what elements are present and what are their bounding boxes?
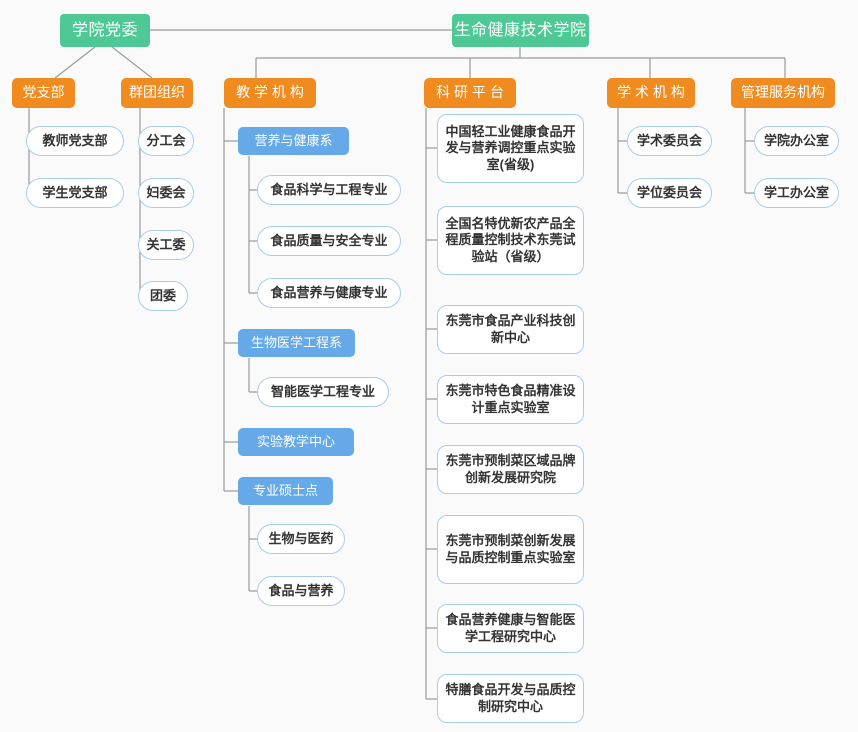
node-party-committee-root[interactable]: 学院党委 xyxy=(60,14,150,47)
node-category-academic-institutions[interactable]: 学 术 机 构 xyxy=(607,78,695,108)
node-department-biomedical-engineering[interactable]: 生物医学工程系 xyxy=(238,329,355,357)
leaf-labor-union[interactable]: 分工会 xyxy=(138,126,194,156)
leaf-research-special-diet-food-center[interactable]: 特膳食品开发与品质控制研究中心 xyxy=(437,674,584,723)
leaf-womens-committee[interactable]: 妇委会 xyxy=(138,178,194,208)
leaf-program-food-nutrition[interactable]: 食品与营养 xyxy=(257,576,345,606)
node-department-nutrition-health[interactable]: 营养与健康系 xyxy=(238,127,349,155)
node-department-lab-teaching-center[interactable]: 实验教学中心 xyxy=(238,428,354,456)
leaf-teacher-party-branch[interactable]: 教师党支部 xyxy=(26,126,124,156)
leaf-research-prepared-dish-quality-key-lab[interactable]: 东莞市预制菜创新发展与品质控制重点实验室 xyxy=(437,515,584,584)
leaf-major-intelligent-medical-engineering[interactable]: 智能医学工程专业 xyxy=(257,377,389,407)
leaf-youth-care-committee[interactable]: 关工委 xyxy=(138,230,194,260)
leaf-student-affairs-office[interactable]: 学工办公室 xyxy=(754,178,839,208)
leaf-research-specialty-food-design-key-lab[interactable]: 东莞市特色食品精准设计重点实验室 xyxy=(437,375,584,424)
node-college-root[interactable]: 生命健康技术学院 xyxy=(452,14,589,47)
leaf-research-food-industry-innovation-center[interactable]: 东莞市食品产业科技创新中心 xyxy=(437,305,584,354)
leaf-major-food-science-engineering[interactable]: 食品科学与工程专业 xyxy=(257,175,401,205)
leaf-college-office[interactable]: 学院办公室 xyxy=(754,126,839,156)
leaf-academic-committee[interactable]: 学术委员会 xyxy=(627,126,712,156)
node-category-teaching-institutions[interactable]: 教 学 机 构 xyxy=(224,78,316,108)
leaf-youth-league-committee[interactable]: 团委 xyxy=(138,281,188,311)
node-category-mass-organizations[interactable]: 群团组织 xyxy=(121,78,193,108)
node-category-admin-service[interactable]: 管理服务机构 xyxy=(731,78,835,108)
leaf-research-prepared-dish-brand-institute[interactable]: 东莞市预制菜区域品牌创新发展研究院 xyxy=(437,445,584,494)
leaf-research-light-industry-key-lab[interactable]: 中国轻工业健康食品开发与营养调控重点实验室(省级) xyxy=(437,114,584,183)
leaf-student-party-branch[interactable]: 学生党支部 xyxy=(26,178,124,208)
node-department-professional-masters[interactable]: 专业硕士点 xyxy=(238,477,333,505)
leaf-degree-committee[interactable]: 学位委员会 xyxy=(627,178,712,208)
node-category-party-branch[interactable]: 党支部 xyxy=(12,78,75,108)
leaf-research-national-agri-products-station[interactable]: 全国名特优新农产品全程质量控制技术东莞试验站（省级） xyxy=(437,206,584,275)
leaf-research-food-nutrition-intelligent-medical-center[interactable]: 食品营养健康与智能医学工程研究中心 xyxy=(437,604,584,653)
leaf-program-biology-medicine[interactable]: 生物与医药 xyxy=(257,524,345,554)
leaf-major-food-nutrition-health[interactable]: 食品营养与健康专业 xyxy=(257,278,401,308)
leaf-major-food-quality-safety[interactable]: 食品质量与安全专业 xyxy=(257,226,401,256)
node-category-research-platforms[interactable]: 科 研 平 台 xyxy=(424,78,516,108)
